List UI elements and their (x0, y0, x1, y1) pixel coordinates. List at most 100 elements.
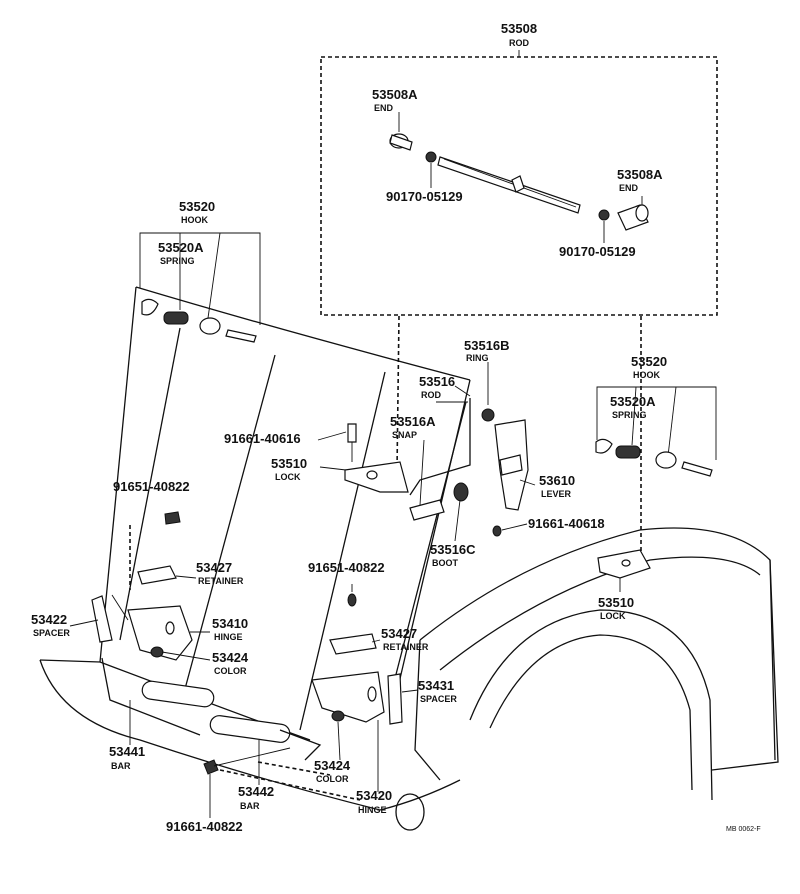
label-rod-end-right: 53508A END (617, 167, 663, 193)
label-bolt-lock: 91661-40616 (224, 431, 301, 446)
hook-right-drawing (595, 386, 717, 477)
ring-name: RING (466, 353, 489, 363)
label-hook-left: 53520 HOOK (179, 199, 215, 225)
snap-name: SNAP (392, 430, 417, 440)
rod-assembly-drawing (389, 112, 649, 243)
spring-right-name: SPRING (612, 410, 647, 420)
hinge-right-name: HINGE (358, 805, 387, 815)
support-rod-drawing (391, 398, 495, 691)
label-boot: 53516C BOOT (430, 542, 476, 568)
rod-clip-left-number: 90170-05129 (386, 189, 463, 204)
lock-lower-name: LOCK (600, 611, 626, 621)
label-bar-right: 53442 BAR (238, 784, 274, 811)
bar-left-name: BAR (111, 761, 131, 771)
hinge-right-number: 53420 (356, 788, 392, 803)
collar-left-number: 53424 (212, 650, 249, 665)
label-rod-clip-right: 90170-05129 (559, 244, 636, 259)
bar-right-name: BAR (240, 801, 260, 811)
hinge-left-number: 53410 (212, 616, 248, 631)
collar-left-name: COLOR (214, 666, 247, 676)
retainer-left-name: RETAINER (198, 576, 244, 586)
retainer-left-number: 53427 (196, 560, 232, 575)
bolt-lever-number: 91661-40618 (528, 516, 605, 531)
hinge-right-drawing (311, 584, 403, 725)
lock-lower-drawing (597, 549, 651, 579)
support-rod-number: 53516 (419, 374, 455, 389)
figure-code: MB 0062-F (726, 826, 761, 833)
label-spring-right: 53520A SPRING (610, 394, 656, 420)
lever-number: 53610 (539, 473, 575, 488)
spacer-right-number: 53431 (418, 678, 454, 693)
rod-end-left-number: 53508A (372, 87, 418, 102)
boot-name: BOOT (432, 558, 459, 568)
rod-end-right-number: 53508A (617, 167, 663, 182)
label-spacer-right: 53431 SPACER (418, 678, 457, 704)
retainer-right-number: 53427 (381, 626, 417, 641)
spring-left-name: SPRING (160, 256, 195, 266)
rod-end-right-name: END (619, 183, 639, 193)
label-bolt-bottom: 91661-40822 (166, 819, 243, 834)
fender-outline (395, 527, 779, 831)
label-retainer-right: 53427 RETAINER (381, 626, 429, 652)
boot-number: 53516C (430, 542, 476, 557)
label-collar-left: 53424 COLOR (212, 650, 249, 676)
label-support-rod: 53516 ROD (419, 374, 455, 400)
bars-drawing (101, 657, 322, 775)
bolt-bottom-number: 91661-40822 (166, 819, 243, 834)
label-hinge-left: 53410 HINGE (212, 616, 248, 642)
label-bolt-left: 91651-40822 (113, 479, 190, 494)
bar-right-number: 53442 (238, 784, 274, 799)
rod-link-line-left (396, 315, 400, 471)
front-panel-outline (39, 659, 461, 811)
spacer-right-name: SPACER (420, 694, 457, 704)
label-lever: 53610 LEVER (539, 473, 575, 499)
rod-inset-box (320, 50, 718, 316)
spring-right-number: 53520A (610, 394, 656, 409)
label-retainer-left: 53427 RETAINER (196, 560, 244, 586)
label-hook-right: 53520 HOOK (631, 354, 667, 380)
hook-left-drawing (139, 232, 261, 343)
label-bolt-center: 91651-40822 (308, 560, 385, 575)
hook-right-name: HOOK (633, 370, 661, 380)
bolt-left-number: 91651-40822 (113, 479, 190, 494)
label-snap: 53516A SNAP (390, 414, 436, 440)
hook-right-number: 53520 (631, 354, 667, 369)
label-ring: 53516B RING (464, 338, 510, 363)
spring-left-number: 53520A (158, 240, 204, 255)
label-spring-left: 53520A SPRING (158, 240, 204, 266)
rod-number: 53508 (501, 21, 537, 36)
label-bar-left: 53441 BAR (109, 744, 145, 771)
spacer-left-name: SPACER (33, 628, 70, 638)
lever-drawing (492, 419, 529, 537)
lock-lower-number: 53510 (598, 595, 634, 610)
rod-end-left-name: END (374, 103, 394, 113)
label-spacer-left: 53422 SPACER (31, 612, 70, 638)
hinge-left-name: HINGE (214, 632, 243, 642)
rod-name: ROD (509, 38, 530, 48)
label-lock-lower: 53510 LOCK (598, 595, 634, 621)
snap-number: 53516A (390, 414, 436, 429)
label-bolt-lever: 91661-40618 (528, 516, 605, 531)
lever-name: LEVER (541, 489, 572, 499)
bolt-center-number: 91651-40822 (308, 560, 385, 575)
support-rod-name: ROD (421, 390, 442, 400)
retainer-right-name: RETAINER (383, 642, 429, 652)
bar-left-number: 53441 (109, 744, 145, 759)
collar-right-number: 53424 (314, 758, 351, 773)
rod-clip-right-number: 90170-05129 (559, 244, 636, 259)
leader-lines (69, 362, 621, 818)
ring-number: 53516B (464, 338, 510, 353)
bolt-lock-number: 91661-40616 (224, 431, 301, 446)
label-collar-right: 53424 COLOR (314, 758, 351, 784)
label-lock-upper: 53510 LOCK (271, 456, 307, 482)
lock-upper-drawing (344, 423, 409, 493)
collar-right-name: COLOR (316, 774, 349, 784)
label-rod-clip-left: 90170-05129 (386, 189, 463, 204)
hook-left-number: 53520 (179, 199, 215, 214)
label-rod: 53508 ROD (501, 21, 537, 48)
lock-upper-number: 53510 (271, 456, 307, 471)
lock-upper-name: LOCK (275, 472, 301, 482)
label-rod-end-left: 53508A END (372, 87, 418, 113)
hinge-left-drawing (91, 511, 193, 661)
